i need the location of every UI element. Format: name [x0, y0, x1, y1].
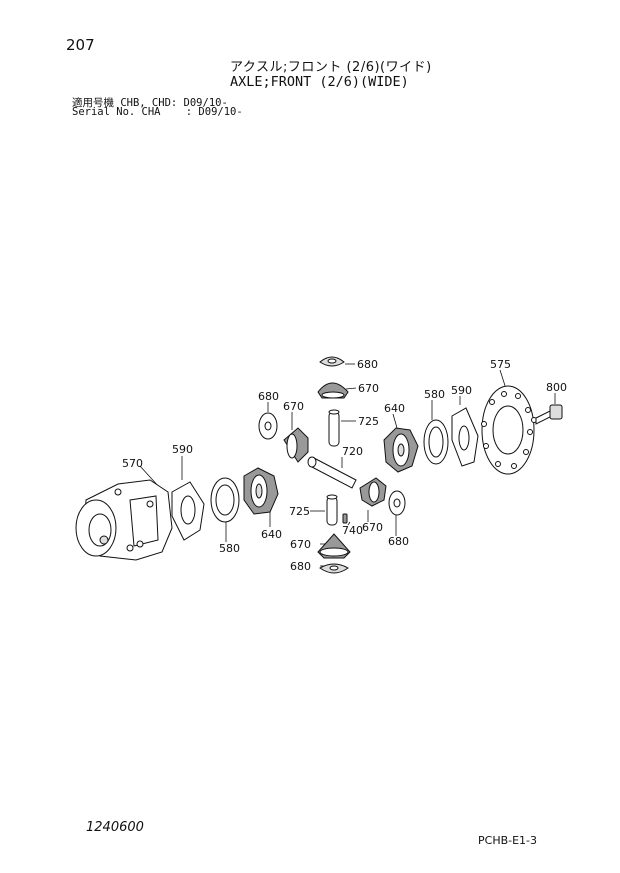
part-label-570: 570	[122, 457, 143, 470]
pinion-gear-670-bottom	[317, 533, 351, 559]
part-label-720: 720	[342, 445, 363, 458]
serial-applicability-line-2: Serial No. CHA : D09/10-	[72, 106, 243, 118]
leader-lines	[139, 363, 556, 567]
pinion-gear-670-top	[317, 382, 349, 399]
part-label-590: 590	[451, 384, 472, 397]
part-label-640: 640	[261, 528, 282, 541]
part-label-725: 725	[289, 505, 310, 518]
pinion-gear-670-left	[283, 427, 309, 463]
part-label-575: 575	[490, 358, 511, 371]
catalog-code: PCHB-E1-3	[478, 834, 538, 847]
side-gear-640-left	[243, 467, 279, 515]
thrust-washer-580-right	[423, 419, 449, 465]
part-label-670: 670	[362, 521, 383, 534]
part-label-800: 800	[546, 381, 567, 394]
part-label-580: 580	[219, 542, 240, 555]
part-label-590: 590	[172, 443, 193, 456]
differential-case-570	[75, 479, 173, 561]
side-gear-640-right	[383, 427, 419, 473]
thrust-washer-580-left	[210, 477, 240, 523]
differential-case-575	[481, 385, 537, 475]
part-label-670: 670	[290, 538, 311, 551]
part-label-680: 680	[357, 358, 378, 371]
thrust-washer-680-right	[388, 490, 406, 516]
pinion-cross-shaft-720	[307, 456, 357, 489]
bolt-800	[535, 404, 563, 425]
part-label-580: 580	[424, 388, 445, 401]
title-english: AXLE;FRONT (2/6)(WIDE)	[230, 74, 409, 90]
part-label-640: 640	[384, 402, 405, 415]
date-code: 1240600	[86, 820, 144, 835]
part-label-670: 670	[283, 400, 304, 413]
page-number: 207	[66, 36, 95, 54]
pinion-shaft-725-top	[328, 409, 340, 447]
shim-590-left	[171, 481, 205, 541]
part-labels: 680 670 575 800 680 670 640 580 590 725 …	[122, 358, 567, 573]
pinion-gear-670-right	[359, 477, 387, 507]
thrust-washer-680-left	[258, 412, 278, 440]
shim-590-right	[451, 407, 479, 467]
part-label-680: 680	[290, 560, 311, 573]
pinion-shaft-725-bottom	[326, 494, 338, 526]
title-japanese: アクスル;フロント (2/6)(ワイド)	[230, 60, 432, 75]
part-label-740: 740	[342, 524, 363, 537]
lock-pin-740	[342, 513, 348, 524]
thrust-washer-680-top	[319, 356, 345, 367]
part-label-670: 670	[358, 382, 379, 395]
serial-applicability-line-1: 適用号機 CHB, CHD: D09/10-	[72, 97, 228, 109]
part-label-725: 725	[358, 415, 379, 428]
part-label-680: 680	[258, 390, 279, 403]
part-label-680: 680	[388, 535, 409, 548]
thrust-washer-680-bottom	[319, 563, 349, 574]
